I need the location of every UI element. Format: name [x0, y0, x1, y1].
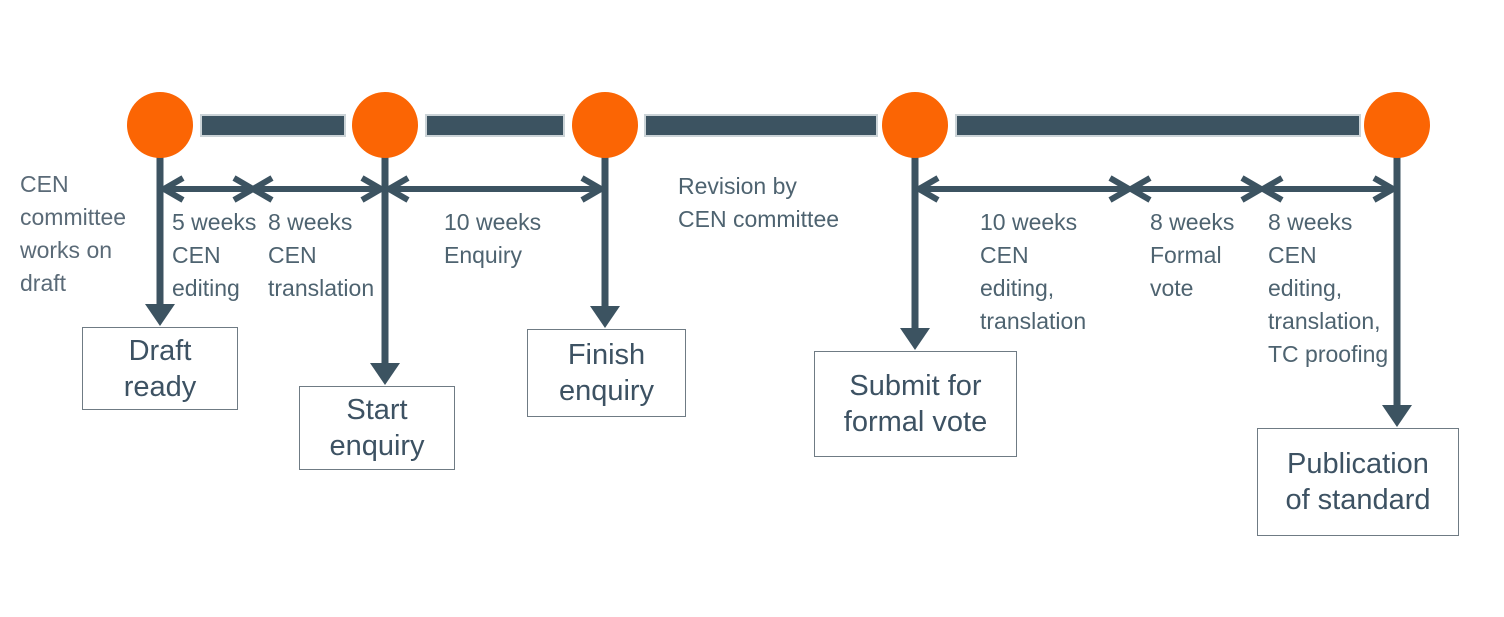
- revision-note: Revision by CEN committee: [678, 173, 840, 232]
- duration-label-5-weeks-editing: 5 weeks CEN editing: [172, 209, 257, 301]
- connector-arrow-finish-enquiry: [590, 150, 620, 328]
- timeline-segments: [200, 114, 1361, 137]
- duration-arrow-5-weeks: [158, 175, 259, 203]
- milestone-dot-finish-enquiry: [572, 92, 638, 158]
- connector-arrow-publication: [1382, 150, 1412, 427]
- duration-label-8-weeks-formal-vote: 8 weeks Formal vote: [1150, 209, 1235, 301]
- milestone-dot-submit-formal-vote: [882, 92, 948, 158]
- connector-arrow-draft-ready: [145, 150, 175, 326]
- milestone-box-publication: Publication of standard: [1257, 428, 1459, 536]
- intro-note: CEN committee works on draft: [20, 171, 127, 296]
- timeline-segment-2: [425, 114, 565, 137]
- connector-arrow-start-enquiry: [370, 150, 400, 385]
- timeline-segment-4: [955, 114, 1361, 137]
- timeline-segment-3: [644, 114, 878, 137]
- milestone-box-draft-ready: Draft ready: [82, 327, 238, 410]
- duration-arrow-8-weeks-translation: [247, 175, 387, 203]
- milestone-dots: [127, 92, 1430, 158]
- milestone-box-finish-enquiry: Finish enquiry: [527, 329, 686, 417]
- milestone-box-submit-formal-vote: Submit for formal vote: [814, 351, 1017, 457]
- duration-arrow-8-weeks-proofing: [1257, 175, 1399, 203]
- duration-label-8-weeks-proofing: 8 weeks CEN editing, translation, TC pro…: [1268, 209, 1389, 367]
- milestone-dot-start-enquiry: [352, 92, 418, 158]
- duration-arrow-10-weeks-enquiry: [383, 175, 607, 203]
- duration-arrow-10-weeks-editing: [913, 175, 1135, 203]
- duration-label-8-weeks-translation: 8 weeks CEN translation: [268, 209, 375, 301]
- milestone-dot-publication: [1364, 92, 1430, 158]
- duration-label-10-weeks-enquiry: 10 weeks Enquiry: [444, 209, 542, 268]
- duration-label-10-weeks-editing: 10 weeks CEN editing, translation: [980, 209, 1087, 334]
- duration-arrow-8-weeks-formal-vote: [1125, 175, 1267, 203]
- milestone-box-start-enquiry: Start enquiry: [299, 386, 455, 470]
- duration-arrows: [158, 175, 1399, 203]
- connector-arrow-submit-formal-vote: [900, 150, 930, 350]
- milestone-dot-draft-ready: [127, 92, 193, 158]
- connector-arrows: [145, 150, 1412, 427]
- timeline-segment-1: [200, 114, 346, 137]
